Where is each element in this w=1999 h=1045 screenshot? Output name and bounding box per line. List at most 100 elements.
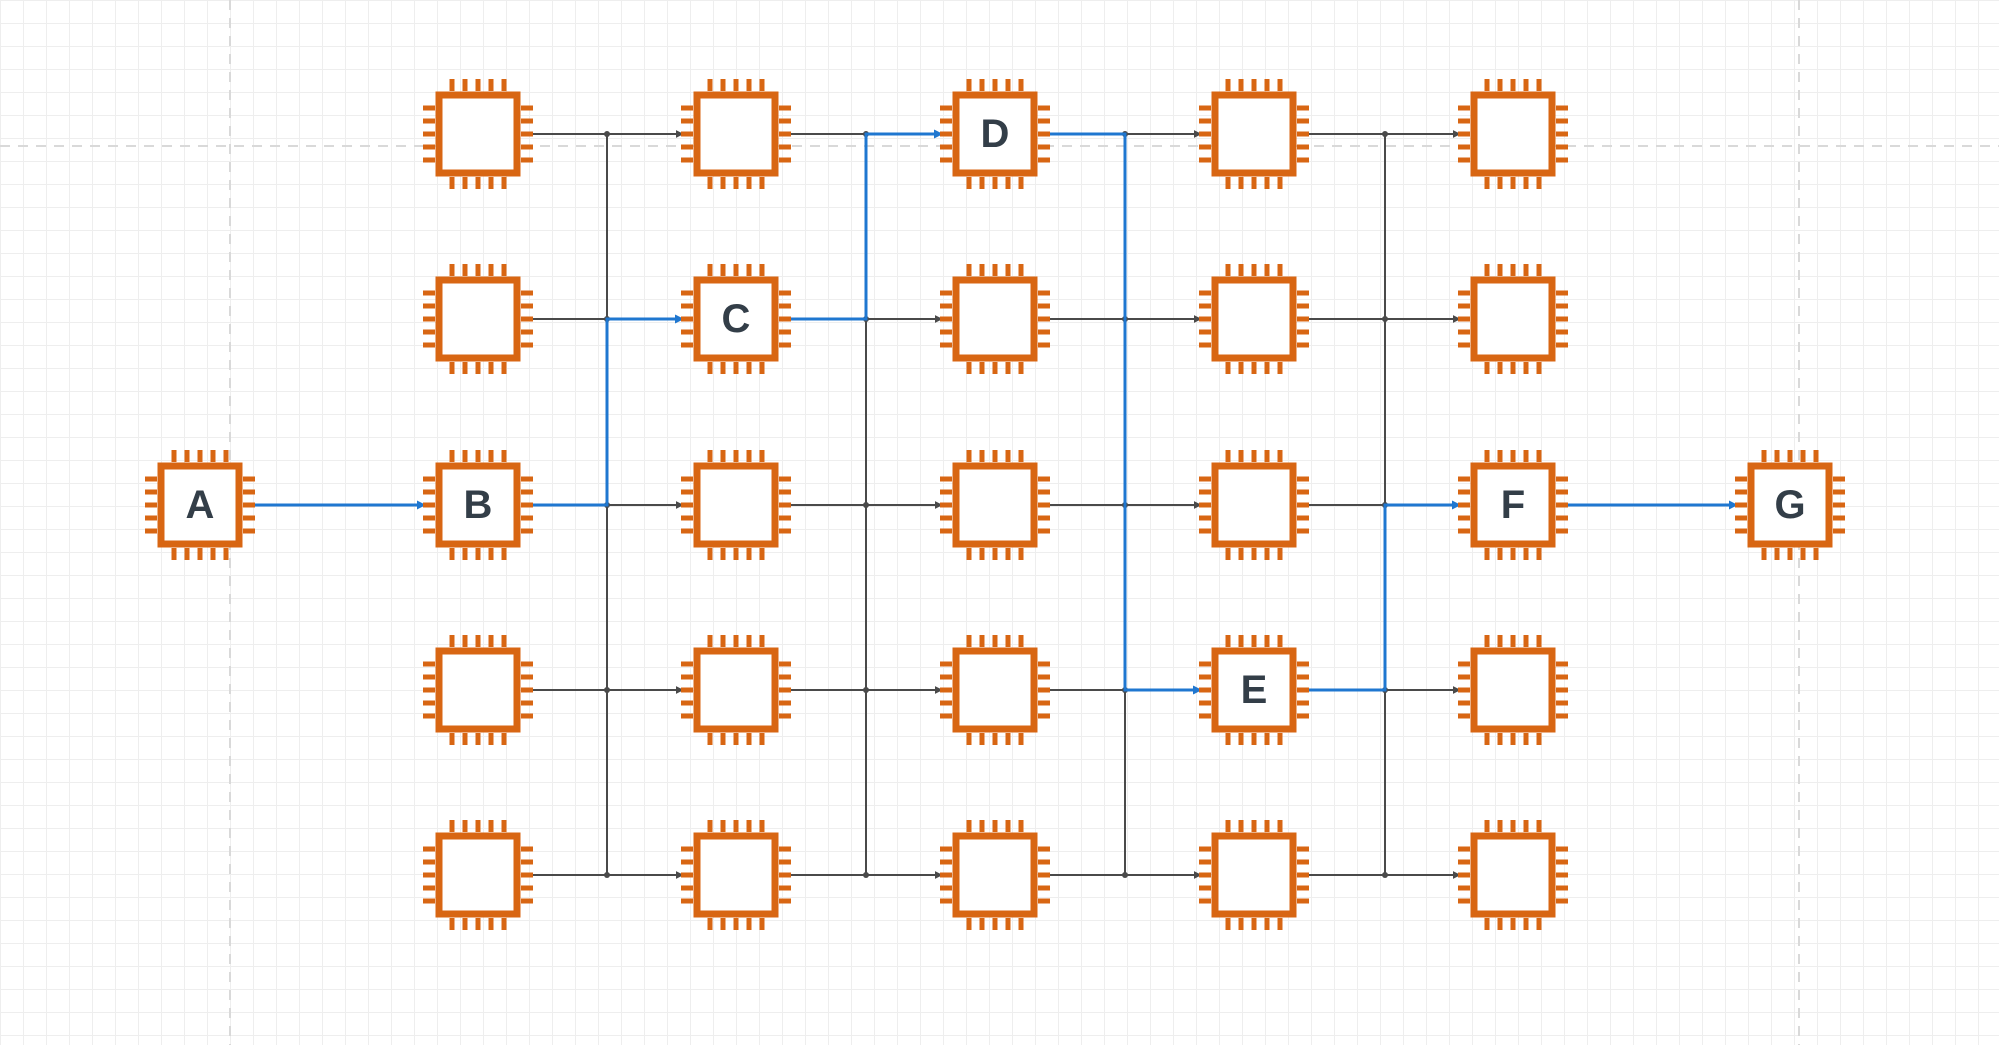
processor-chip-icon xyxy=(952,647,1038,733)
chip-pins xyxy=(681,79,791,189)
processor-chip-icon xyxy=(1211,276,1297,362)
processor-chip-icon xyxy=(693,276,779,362)
processor-chip-icon xyxy=(435,276,521,362)
processor-chip-icon xyxy=(1211,462,1297,548)
processor-chip-icon xyxy=(435,91,521,177)
highlighted-edge-4 xyxy=(1048,132,1202,695)
chip-pins xyxy=(940,820,1050,930)
chip-pins xyxy=(423,264,533,374)
chip-pins xyxy=(1199,264,1309,374)
chip-pins xyxy=(1458,820,1568,930)
chip-node-f: F xyxy=(1458,450,1568,560)
processor-chip-icon xyxy=(693,91,779,177)
chip-node xyxy=(1199,450,1309,560)
chip-pins xyxy=(423,450,533,560)
node-label-f: F xyxy=(1501,483,1525,527)
chip-node xyxy=(1199,79,1309,189)
chip-pins xyxy=(940,635,1050,745)
processor-chip-icon xyxy=(693,462,779,548)
processor-chip-icon xyxy=(1470,462,1556,548)
chip-pins xyxy=(1199,79,1309,189)
node-label-c: C xyxy=(722,297,751,341)
chip-pins xyxy=(681,264,791,374)
chip-node xyxy=(1458,635,1568,745)
junction-dot xyxy=(863,872,869,878)
processor-chip-icon xyxy=(435,647,521,733)
chip-node xyxy=(681,635,791,745)
chip-node xyxy=(1458,79,1568,189)
chip-nodes: A B C D E F G xyxy=(145,79,1845,930)
processor-chip-icon xyxy=(1470,832,1556,918)
chip-node xyxy=(940,264,1050,374)
junction-dot xyxy=(1382,316,1388,322)
chip-pins xyxy=(423,635,533,745)
processor-chip-icon xyxy=(1470,647,1556,733)
processor-chip-icon xyxy=(1470,276,1556,362)
chip-pins xyxy=(1199,450,1309,560)
highlighted-edge-2 xyxy=(531,314,684,507)
chip-node xyxy=(940,635,1050,745)
junction-dot xyxy=(1382,872,1388,878)
chip-node xyxy=(423,79,533,189)
chip-node-g: G xyxy=(1735,450,1845,560)
chip-pins xyxy=(423,79,533,189)
highlighted-path-lines xyxy=(253,129,1738,695)
chip-pins xyxy=(1458,79,1568,189)
highlighted-edge-3 xyxy=(789,129,943,321)
processor-chip-icon xyxy=(1211,832,1297,918)
chip-node xyxy=(423,635,533,745)
junction-dot xyxy=(604,872,610,878)
node-label-b: B xyxy=(464,483,493,527)
chip-node xyxy=(1458,264,1568,374)
chip-pins xyxy=(1458,635,1568,745)
processor-chip-icon xyxy=(1211,91,1297,177)
chip-pins xyxy=(940,79,1050,189)
chip-pins xyxy=(1458,450,1568,560)
processor-chip-icon xyxy=(952,462,1038,548)
chip-node xyxy=(1199,264,1309,374)
junction-dot xyxy=(604,131,610,137)
node-label-a: A xyxy=(186,483,215,527)
chip-node xyxy=(681,79,791,189)
chip-pins xyxy=(1199,635,1309,745)
chip-pins xyxy=(1199,820,1309,930)
chip-pins xyxy=(681,635,791,745)
processor-chip-icon xyxy=(157,462,243,548)
chip-node xyxy=(1458,820,1568,930)
chip-pins xyxy=(1735,450,1845,560)
chip-pins xyxy=(1458,264,1568,374)
junction-dot xyxy=(863,687,869,693)
chip-node xyxy=(423,264,533,374)
chip-node-e: E xyxy=(1199,635,1309,745)
processor-chip-icon xyxy=(1211,647,1297,733)
junction-dot xyxy=(1382,131,1388,137)
chip-node-a: A xyxy=(145,450,255,560)
highlighted-edge-5 xyxy=(1307,500,1461,692)
junction-dot xyxy=(863,502,869,508)
chip-node xyxy=(423,820,533,930)
processor-chip-icon xyxy=(1747,462,1833,548)
chip-node xyxy=(940,820,1050,930)
node-label-g: G xyxy=(1774,483,1805,527)
chip-pins xyxy=(940,264,1050,374)
node-label-d: D xyxy=(981,112,1010,156)
junction-dot xyxy=(1122,872,1128,878)
chip-node xyxy=(940,450,1050,560)
processor-chip-icon xyxy=(435,462,521,548)
chip-pins xyxy=(681,450,791,560)
processor-chip-icon xyxy=(435,832,521,918)
chip-pins xyxy=(940,450,1050,560)
chip-node xyxy=(681,450,791,560)
chip-pins xyxy=(145,450,255,560)
node-label-e: E xyxy=(1241,668,1268,712)
processor-chip-icon xyxy=(693,647,779,733)
junction-dot xyxy=(604,687,610,693)
chip-pins xyxy=(423,820,533,930)
chip-node xyxy=(1199,820,1309,930)
chip-node xyxy=(681,820,791,930)
processor-chip-icon xyxy=(1470,91,1556,177)
processor-chip-icon xyxy=(952,276,1038,362)
processor-chip-icon xyxy=(952,91,1038,177)
